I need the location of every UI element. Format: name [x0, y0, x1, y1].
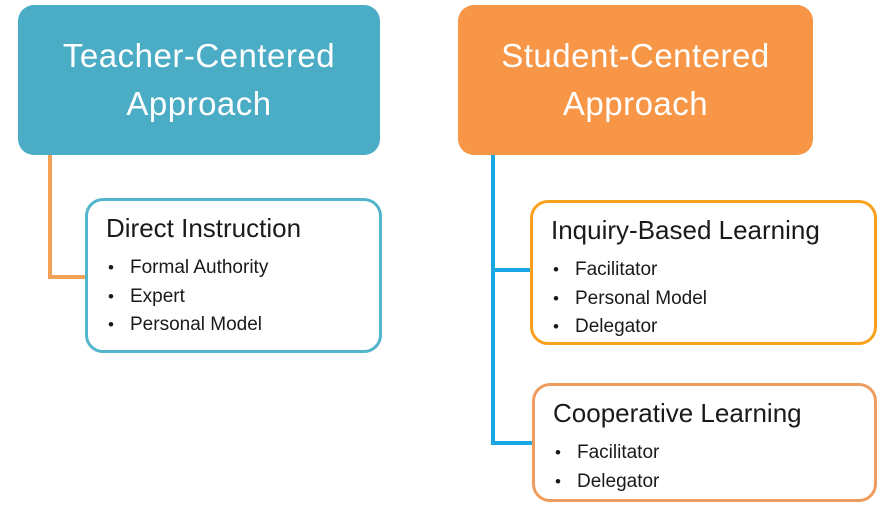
bullet-text: Formal Authority: [130, 257, 269, 278]
cooperative-learning-card: Cooperative Learning • Facilitator • Del…: [532, 383, 877, 502]
bullet-text: Expert: [130, 285, 185, 307]
list-item: • Formal Authority: [108, 254, 363, 283]
bullet-icon: •: [553, 317, 559, 336]
bullet-icon: •: [108, 286, 114, 306]
inquiry-based-learning-card: Inquiry-Based Learning • Facilitator • P…: [530, 200, 877, 345]
list-item: • Facilitator: [555, 439, 858, 468]
list-item: • Expert: [108, 283, 363, 312]
teacher-centered-title-line1: Teacher-Centered: [62, 37, 336, 75]
bullet-text: Facilitator: [577, 442, 660, 463]
bullet-icon: •: [553, 260, 559, 279]
bullet-icon: •: [108, 315, 114, 334]
bullet-icon: •: [555, 471, 561, 491]
inquiry-based-learning-bullets: • Facilitator • Personal Model • Delegat…: [549, 256, 858, 342]
list-item: • Delegator: [553, 313, 858, 342]
bullet-text: Facilitator: [575, 259, 658, 280]
teacher-centered-approach-box: Teacher-Centered Approach: [18, 5, 380, 155]
inquiry-based-learning-title: Inquiry-Based Learning: [551, 215, 820, 245]
student-centered-approach-box: Student-Centered Approach: [458, 5, 813, 155]
bullet-text: Personal Model: [575, 287, 708, 309]
teacher-connector-elbow: [48, 275, 85, 279]
cooperative-learning-title: Cooperative Learning: [553, 398, 802, 428]
student-centered-title-line2: Approach: [562, 85, 709, 122]
direct-instruction-card: Direct Instruction • Formal Authority • …: [85, 198, 382, 353]
list-item: • Personal Model: [553, 285, 858, 314]
bullet-icon: •: [553, 288, 559, 308]
list-item: • Facilitator: [553, 256, 858, 285]
list-item: • Personal Model: [108, 311, 363, 340]
direct-instruction-bullets: • Formal Authority • Expert • Personal M…: [104, 254, 363, 340]
bullet-text: Personal Model: [130, 314, 263, 335]
student-centered-title-line1: Student-Centered: [501, 37, 770, 75]
bullet-icon: •: [108, 258, 114, 277]
bullet-text: Delegator: [577, 470, 660, 492]
list-item: • Delegator: [555, 468, 858, 497]
bullet-text: Delegator: [575, 316, 658, 337]
teacher-centered-title-line2: Approach: [126, 85, 272, 122]
direct-instruction-title: Direct Instruction: [106, 213, 302, 243]
student-connector-branch-cooperative: [491, 441, 532, 445]
cooperative-learning-bullets: • Facilitator • Delegator: [551, 439, 858, 496]
student-connector-branch-inquiry: [491, 268, 530, 272]
teacher-connector-vertical: [48, 155, 52, 279]
student-connector-vertical: [491, 155, 495, 445]
bullet-icon: •: [555, 443, 561, 462]
